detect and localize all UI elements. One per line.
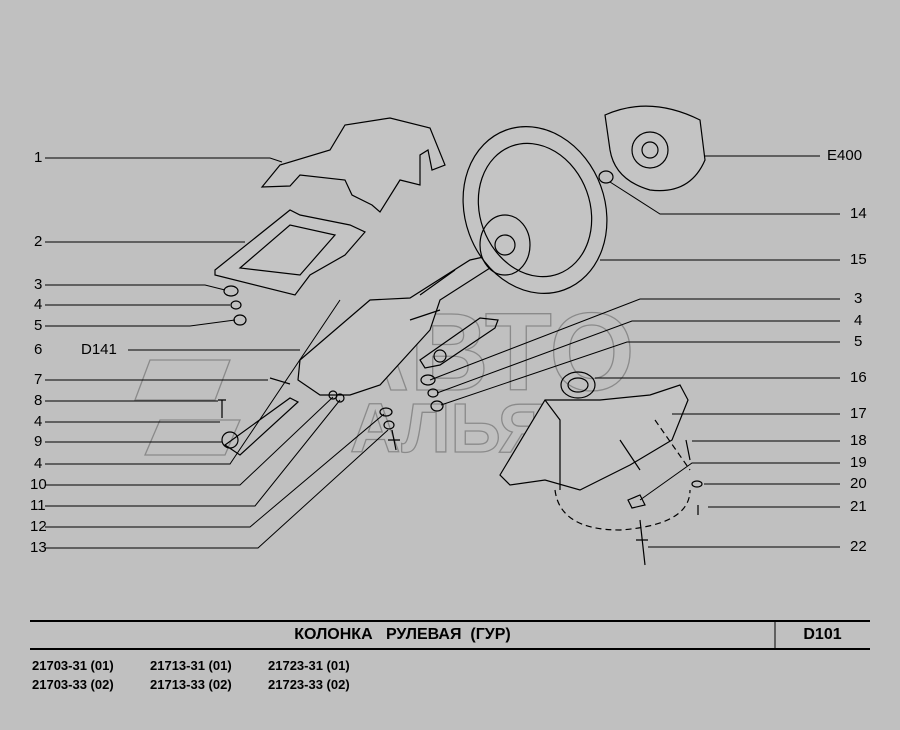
callout-3: 3 — [854, 290, 863, 307]
callout-13: 13 — [30, 539, 47, 556]
callout-12: 12 — [30, 518, 47, 535]
callout-1: 1 — [34, 149, 43, 166]
part-number: 21703-31 (01) — [32, 658, 114, 673]
callout-4: 4 — [34, 413, 43, 430]
nut-part — [230, 300, 242, 310]
diagram-code: D101 — [803, 626, 842, 643]
bracket-part — [419, 317, 499, 369]
steering-wheel-part — [462, 126, 608, 294]
part-number: 21723-31 (01) — [268, 658, 350, 673]
title-block-frame — [30, 620, 870, 650]
mounting-plate-part — [214, 209, 366, 296]
callout-18: 18 — [850, 432, 867, 449]
callout-20: 20 — [850, 475, 867, 492]
callout-19: 19 — [850, 454, 867, 471]
part-number: 21713-31 (01) — [150, 658, 232, 673]
callout-5: 5 — [34, 317, 43, 334]
callout-7: 7 — [34, 371, 43, 388]
washer-part — [223, 285, 239, 297]
diagram-title: КОЛОНКА РУЛЕВАЯ (ГУР) — [294, 626, 511, 643]
callout-16: 16 — [850, 369, 867, 386]
callout-3: 3 — [34, 276, 43, 293]
upper-shroud-part — [260, 117, 446, 213]
callout-10: 10 — [30, 476, 47, 493]
part-number: 21723-33 (02) — [268, 677, 350, 692]
callout-4: 4 — [854, 312, 863, 329]
callout-8: 8 — [34, 392, 43, 409]
callout-15: 15 — [850, 251, 867, 268]
nut-part — [233, 314, 247, 326]
callout-6: 6 — [34, 341, 43, 358]
intermediate-shaft-part — [223, 397, 300, 456]
callout-5: 5 — [854, 333, 863, 350]
airbag-module-part — [604, 105, 706, 192]
callout-17: 17 — [850, 405, 867, 422]
leader-lines — [45, 155, 840, 549]
callout-11: 11 — [30, 497, 46, 514]
callout-4: 4 — [34, 455, 43, 472]
callout-21: 21 — [850, 498, 867, 515]
part-number: 21703-33 (02) — [32, 677, 114, 692]
nut-part — [598, 170, 614, 184]
callout-2: 2 — [34, 233, 43, 250]
callout-14: 14 — [850, 205, 867, 222]
callout-22: 22 — [850, 538, 867, 555]
part-number: 21713-33 (02) — [150, 677, 232, 692]
callout-9: 9 — [34, 433, 43, 450]
lower-shroud-part — [499, 384, 689, 491]
callout-4: 4 — [34, 296, 43, 313]
screw-part — [636, 519, 648, 566]
callout-d141: D141 — [81, 341, 117, 358]
steering-column-part — [297, 255, 491, 396]
callout-e400: E400 — [827, 147, 863, 164]
seal-ring-part — [560, 371, 596, 399]
